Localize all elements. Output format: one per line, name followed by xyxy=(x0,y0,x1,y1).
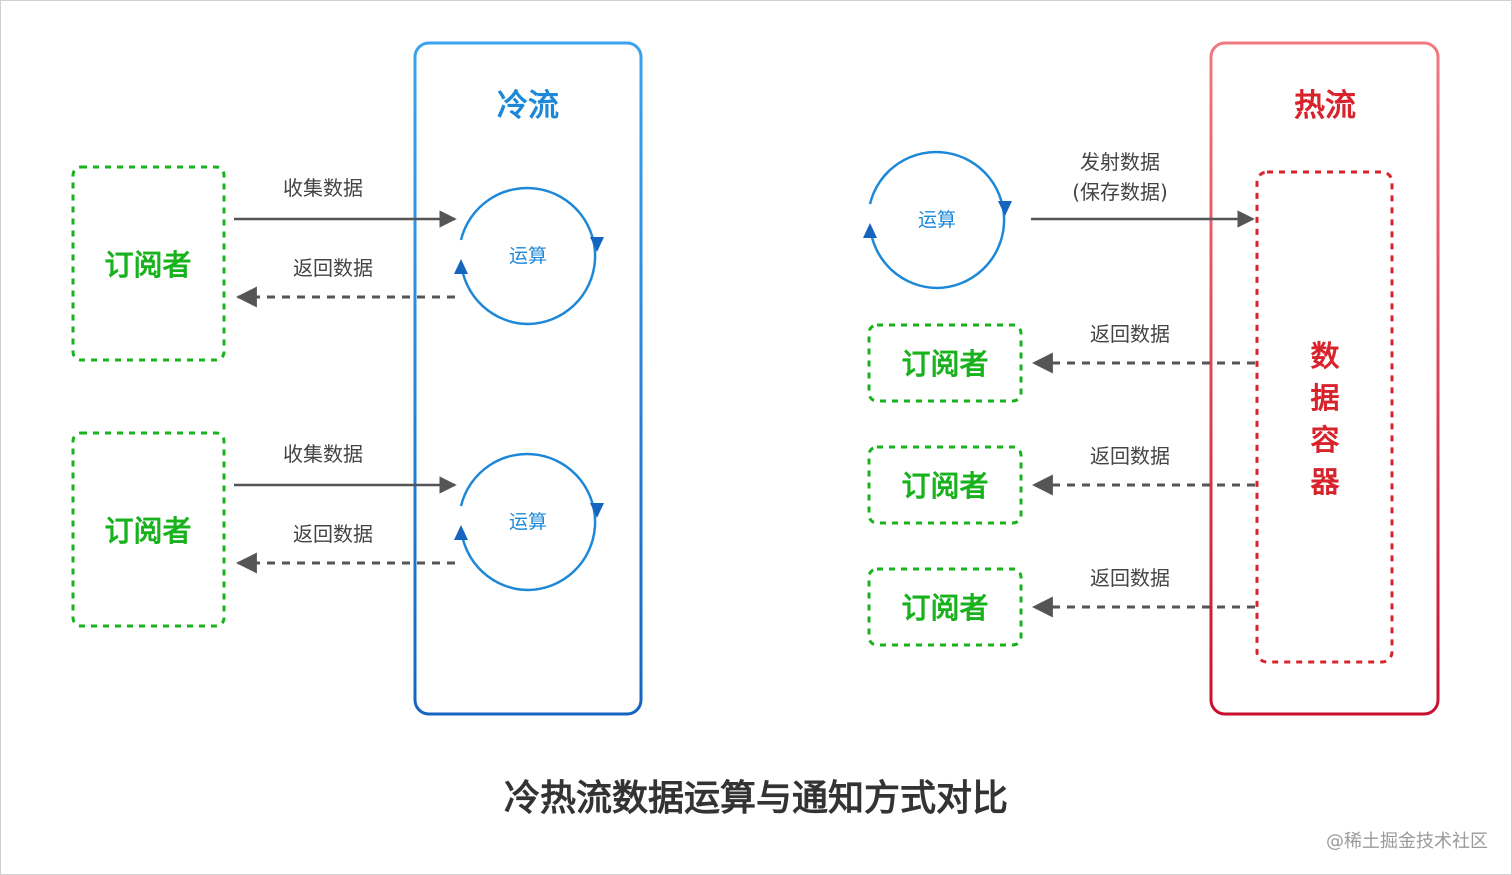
hot-subscriber-label-1: 订阅者 xyxy=(901,347,988,381)
collect-label-2: 收集数据 xyxy=(283,442,363,466)
hot-subscriber-label-2: 订阅者 xyxy=(901,469,988,503)
cold-stream-container xyxy=(413,41,643,716)
cold-stream-title: 冷流 xyxy=(497,88,559,124)
data-container-char-1: 数 xyxy=(1310,339,1340,373)
diagram-caption: 冷热流数据运算与通知方式对比 xyxy=(504,778,1008,819)
hot-return-label-1: 返回数据 xyxy=(1090,322,1170,346)
data-container-char-3: 容 xyxy=(1310,423,1339,457)
collect-label-1: 收集数据 xyxy=(283,176,363,200)
data-container-box xyxy=(1255,170,1394,664)
operation-cycle-icon xyxy=(863,150,1012,290)
hot-stream-container xyxy=(1209,41,1440,716)
operation-label-1: 运算 xyxy=(509,245,547,267)
cold-subscriber-label-2: 订阅者 xyxy=(104,514,191,548)
hot-subscriber-box-1 xyxy=(867,323,1023,403)
emit-label-line2: (保存数据) xyxy=(1072,180,1168,204)
operation-cycle-icon xyxy=(454,452,604,592)
data-container-char-4: 器 xyxy=(1309,465,1340,499)
return-label-1: 返回数据 xyxy=(293,256,373,280)
hot-return-label-3: 返回数据 xyxy=(1090,566,1170,590)
operation-label-2: 运算 xyxy=(509,511,547,533)
hot-return-label-2: 返回数据 xyxy=(1090,444,1170,468)
hot-subscriber-label-3: 订阅者 xyxy=(901,591,988,625)
hot-operation-label: 运算 xyxy=(918,209,956,231)
cold-subscriber-label-1: 订阅者 xyxy=(104,248,191,282)
watermark: @稀土掘金技术社区 xyxy=(1326,831,1488,852)
operation-cycle-icon xyxy=(454,186,604,326)
return-label-2: 返回数据 xyxy=(293,522,373,546)
hot-subscriber-box-2 xyxy=(867,445,1023,525)
data-container-char-2: 据 xyxy=(1310,381,1339,415)
hot-stream-title: 热流 xyxy=(1294,88,1356,124)
emit-label-line1: 发射数据 xyxy=(1080,150,1160,174)
hot-subscriber-box-3 xyxy=(867,567,1023,647)
